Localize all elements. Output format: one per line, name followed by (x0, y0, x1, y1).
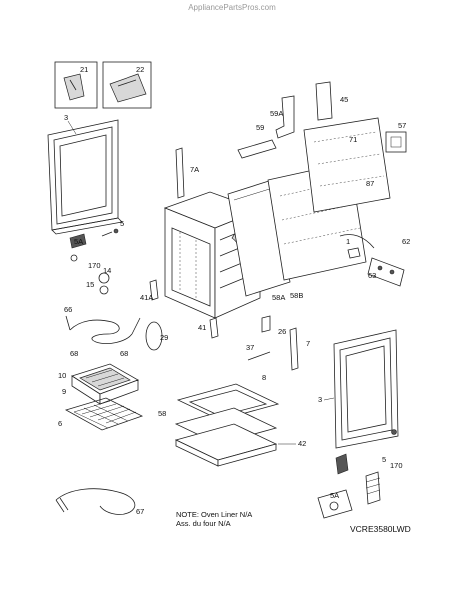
callout-59: 59 (256, 123, 264, 132)
callout-5-right: 5 (382, 455, 386, 464)
part-broil-element-67[interactable]: 67 (55, 488, 144, 516)
callout-6: 6 (58, 419, 62, 428)
callout-66: 66 (64, 305, 72, 314)
part-21-box[interactable]: 21 (54, 61, 98, 109)
callout-10: 10 (58, 371, 66, 380)
callout-62: 62 (402, 237, 410, 246)
callout-87: 87 (366, 179, 374, 188)
part-panel-8[interactable]: 8 (176, 373, 280, 421)
callout-58a: 58A (272, 293, 285, 302)
callout-45: 45 (340, 95, 348, 104)
callout-37: 37 (246, 343, 254, 352)
part-7a[interactable]: 7A (175, 147, 199, 199)
watermark-text: AppliancePartsPros.com (188, 3, 276, 12)
part-3-door-left[interactable]: 3 (47, 113, 123, 235)
callout-170-left: 170 (88, 261, 101, 270)
callout-63: 63 (368, 271, 376, 280)
callout-1: 1 (346, 237, 350, 246)
part-back-panel-71[interactable]: 71 87 (267, 117, 391, 281)
callout-5a-right: 5A (330, 491, 339, 500)
callout-8: 8 (262, 373, 266, 382)
part-22-box[interactable]: 22 (102, 61, 152, 109)
callout-5a-left: 5A (74, 237, 83, 246)
callout-14: 14 (103, 266, 111, 275)
part-hinge-right[interactable]: 5 5A 170 (317, 429, 403, 519)
part-lamp-14-15[interactable]: 14 15 (86, 266, 111, 295)
part-broiler-pan-10[interactable]: 10 9 (58, 363, 139, 405)
part-26[interactable]: 26 (261, 315, 286, 336)
part-41[interactable]: 41 (198, 317, 219, 339)
part-37[interactable]: 37 (246, 343, 271, 361)
callout-41: 41 (198, 323, 206, 332)
callout-68-left: 68 (70, 349, 78, 358)
callout-29: 29 (160, 333, 168, 342)
part-45[interactable]: 45 (315, 81, 348, 121)
part-29[interactable]: 29 (145, 321, 168, 351)
callout-7: 7 (306, 339, 310, 348)
callout-15: 15 (86, 280, 94, 289)
callout-170-right: 170 (390, 461, 403, 470)
part-41a[interactable]: 41A (140, 279, 159, 302)
model-number: VCRE3580LWD (350, 524, 411, 534)
callout-5-left: 5 (120, 219, 124, 228)
callout-3-top: 3 (64, 113, 68, 122)
callout-68-right: 68 (120, 349, 128, 358)
callout-57: 57 (398, 121, 406, 130)
note-line-2: Ass. du four N/A (176, 519, 231, 528)
callout-21: 21 (80, 65, 88, 74)
callout-67: 67 (136, 507, 144, 516)
note-oven-liner: NOTE: Oven Liner N/A Ass. du four N/A (176, 510, 252, 528)
callout-9: 9 (62, 387, 66, 396)
callout-42: 42 (298, 439, 306, 448)
callout-7a: 7A (190, 165, 199, 174)
callout-22: 22 (136, 65, 144, 74)
callout-26: 26 (278, 327, 286, 336)
note-line-1: NOTE: Oven Liner N/A (176, 510, 253, 519)
callout-41a: 41A (140, 293, 153, 302)
callout-3-right: 3 (318, 395, 322, 404)
callout-71: 71 (349, 135, 357, 144)
callout-58: 58 (158, 409, 166, 418)
part-bake-element-66[interactable]: 66 68 68 (64, 305, 141, 358)
part-hinge-left[interactable]: 5 5A 170 (69, 219, 124, 270)
part-7[interactable]: 7 (289, 327, 310, 371)
part-oven-rack-6[interactable]: 6 (58, 397, 144, 431)
part-57[interactable]: 57 (385, 121, 407, 153)
part-wiring-62-63[interactable]: 1 62 63 (339, 234, 410, 287)
part-3-door-right[interactable]: 3 (318, 329, 399, 449)
callout-59a: 59A (270, 109, 283, 118)
part-panel-42[interactable]: 42 (174, 423, 306, 467)
callout-58b: 58B (290, 291, 303, 300)
part-59[interactable]: 59A 59 (237, 95, 295, 159)
